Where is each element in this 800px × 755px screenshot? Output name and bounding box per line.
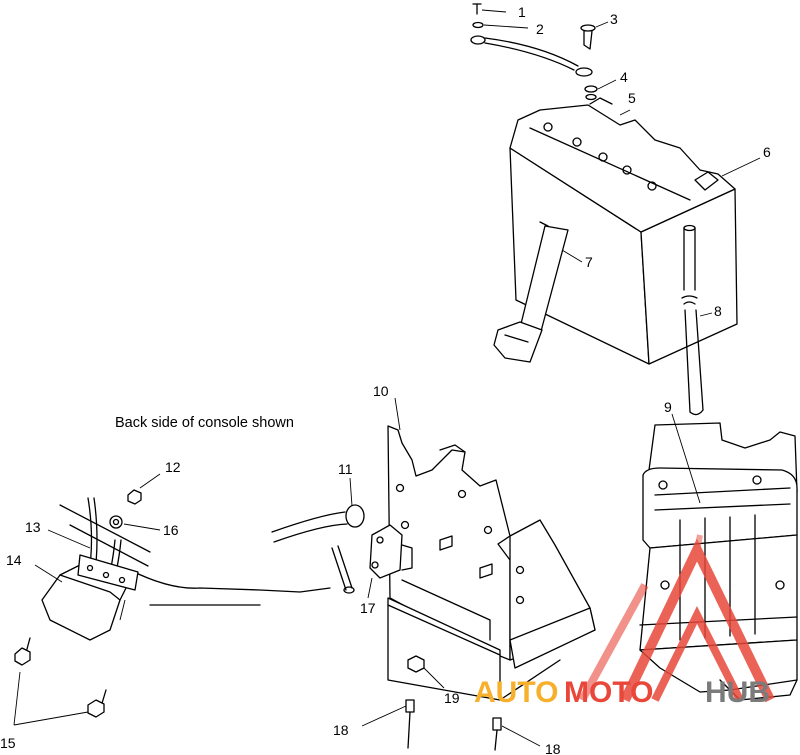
label-12: 12 <box>165 459 181 475</box>
washer-part-2 <box>472 21 529 29</box>
battery-part-6 <box>509 97 761 365</box>
vent-tube-part-8 <box>681 224 713 416</box>
screws-part-15 <box>13 599 126 726</box>
bracket-clip-part-17 <box>331 524 413 599</box>
label-7: 7 <box>585 254 593 270</box>
strap-part-7 <box>493 221 583 363</box>
nut-part-4 <box>584 79 617 101</box>
label-9: 9 <box>664 399 672 415</box>
battery-cable-top <box>470 35 593 77</box>
label-16: 16 <box>163 522 179 538</box>
label-18-left: 18 <box>333 722 349 738</box>
label-15: 15 <box>0 735 16 751</box>
watermark-auto: AUTO <box>474 676 558 709</box>
label-2: 2 <box>536 21 544 37</box>
screw-part-12 <box>127 473 161 505</box>
label-3: 3 <box>610 11 618 27</box>
label-6: 6 <box>763 144 771 160</box>
watermark-logo <box>578 534 775 703</box>
label-13: 13 <box>25 519 41 535</box>
caption-text: Back side of console shown <box>115 415 294 431</box>
label-5: 5 <box>628 90 636 106</box>
console-bracket-part-10 <box>387 397 596 701</box>
screw-part-1 <box>472 3 507 15</box>
console-panel-edge <box>59 504 331 606</box>
watermark-moto: MOTO <box>564 676 653 709</box>
nut-part-19 <box>407 655 445 689</box>
label-1: 1 <box>518 4 526 20</box>
label-8: 8 <box>714 303 722 319</box>
leader-part-13 <box>47 529 91 549</box>
star-washer-part-16 <box>109 515 161 531</box>
label-4: 4 <box>620 69 628 85</box>
label-19: 19 <box>444 690 460 706</box>
watermark-hub: HUB <box>705 676 770 709</box>
watermark-text: AUTO MOTO HUB <box>474 676 770 709</box>
cable-connector-part-11 <box>271 477 365 543</box>
label-18-right: 18 <box>545 741 561 755</box>
label-17: 17 <box>360 600 376 616</box>
screw-part-3 <box>580 21 609 50</box>
label-14: 14 <box>6 552 22 568</box>
relay-part-14 <box>34 554 139 641</box>
rivets-part-18 <box>361 699 541 751</box>
label-11: 11 <box>338 461 353 477</box>
label-10: 10 <box>373 383 389 399</box>
